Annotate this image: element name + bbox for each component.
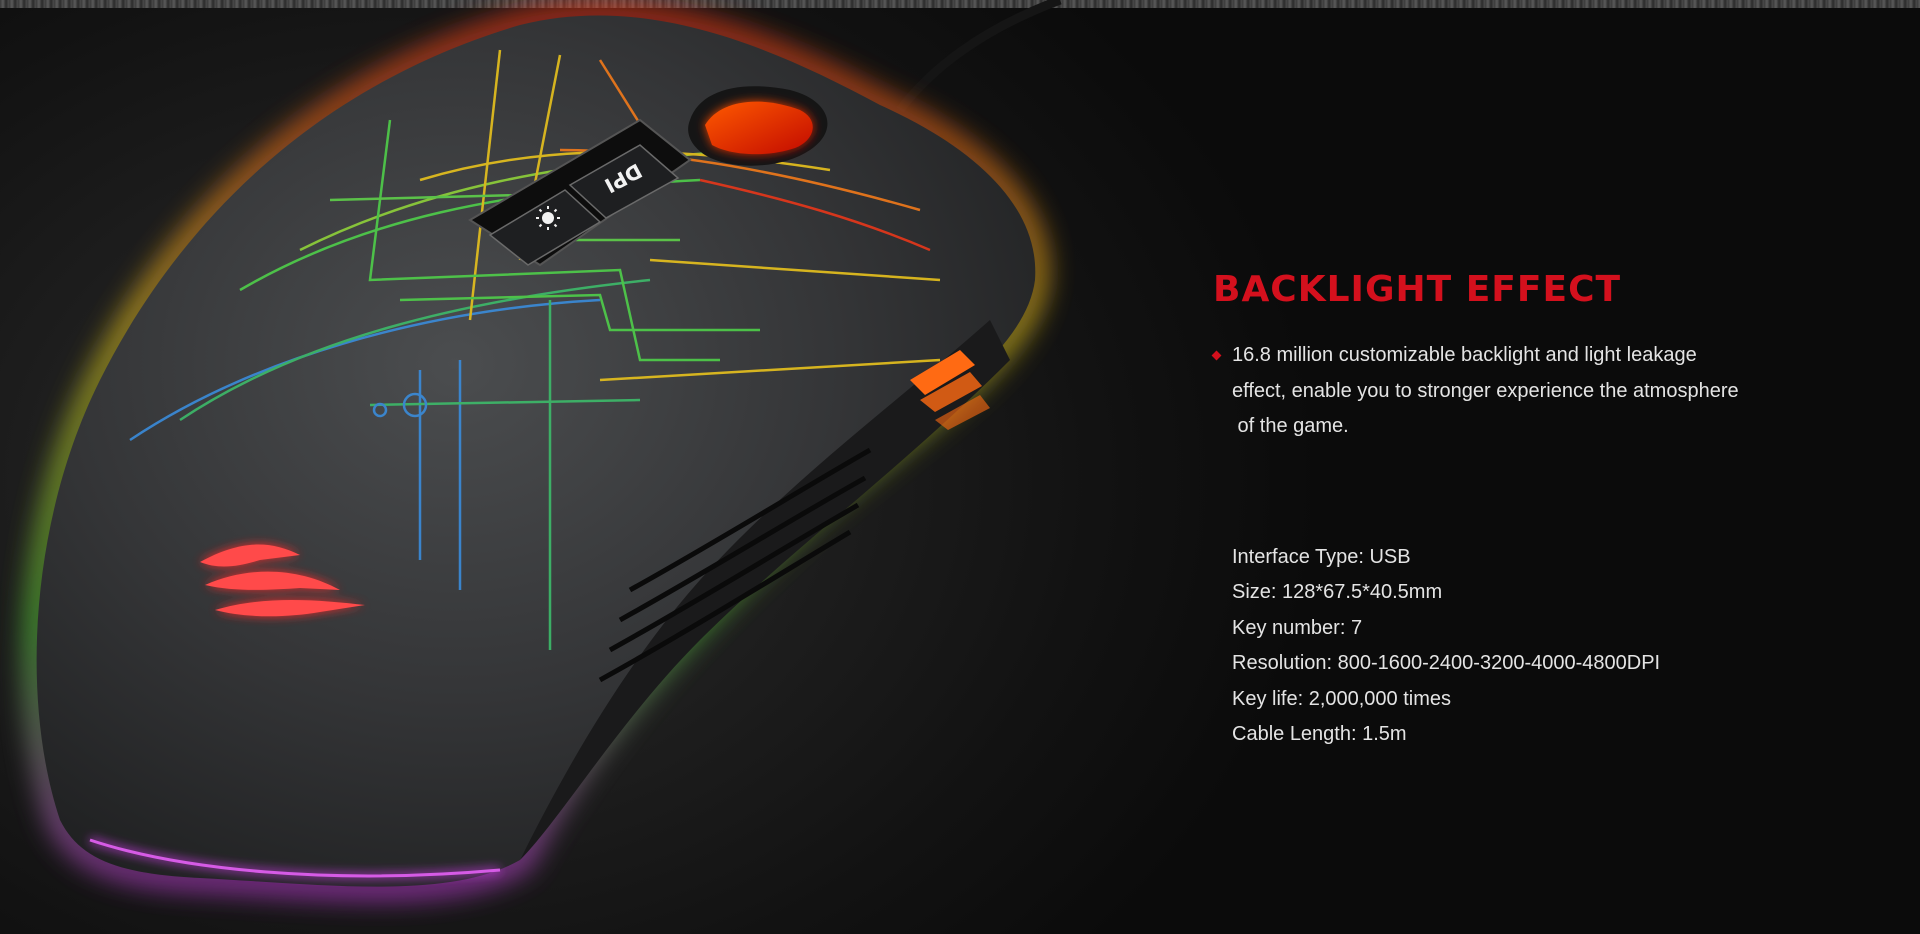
spec-cable-length: Cable Length: 1.5m: [1232, 723, 1407, 745]
cable: [896, 0, 1062, 113]
mouse-body: [36, 15, 1036, 887]
top-texture-strip: [0, 0, 1920, 8]
side-accent-chevrons: [910, 350, 990, 430]
spec-interface-type: Interface Type: USB: [1232, 545, 1411, 568]
top-button-cluster: DPI: [468, 118, 692, 267]
side-grip-ridges: [598, 447, 872, 683]
sun-icon: [536, 206, 560, 230]
spec-list: Interface Type: USB Size: 128*67.5*40.5m…: [1213, 540, 1813, 753]
section-heading: BACKLIGHT EFFECT: [1213, 269, 1622, 310]
feature-item: 16.8 million customizable backlight and …: [1211, 338, 1813, 445]
info-panel: BACKLIGHT EFFECT 16.8 million customizab…: [1211, 268, 1813, 753]
dpi-button: DPI: [568, 144, 680, 219]
feature-text-line: effect, enable you to stronger experienc…: [1232, 379, 1739, 402]
spec-key-life: Key life: 2,000,000 times: [1232, 687, 1452, 710]
spec-key-number: Key number: 7: [1232, 616, 1363, 639]
spec-size: Size: 128*67.5*40.5mm: [1232, 581, 1443, 603]
light-button: [488, 189, 602, 266]
claw-logo-icon: [200, 544, 365, 617]
feature-text-line: 16.8 million customizable backlight and …: [1232, 344, 1697, 366]
gaming-mouse-image: DPI: [26, 0, 1062, 897]
feature-text-line: of the game.: [1232, 415, 1349, 437]
bullet-icon: [1211, 350, 1222, 361]
spec-resolution: Resolution: 800-1600-2400-3200-4000-4800…: [1232, 652, 1661, 674]
scroll-wheel: [688, 86, 828, 166]
bottom-rgb-rim: [89, 838, 501, 878]
